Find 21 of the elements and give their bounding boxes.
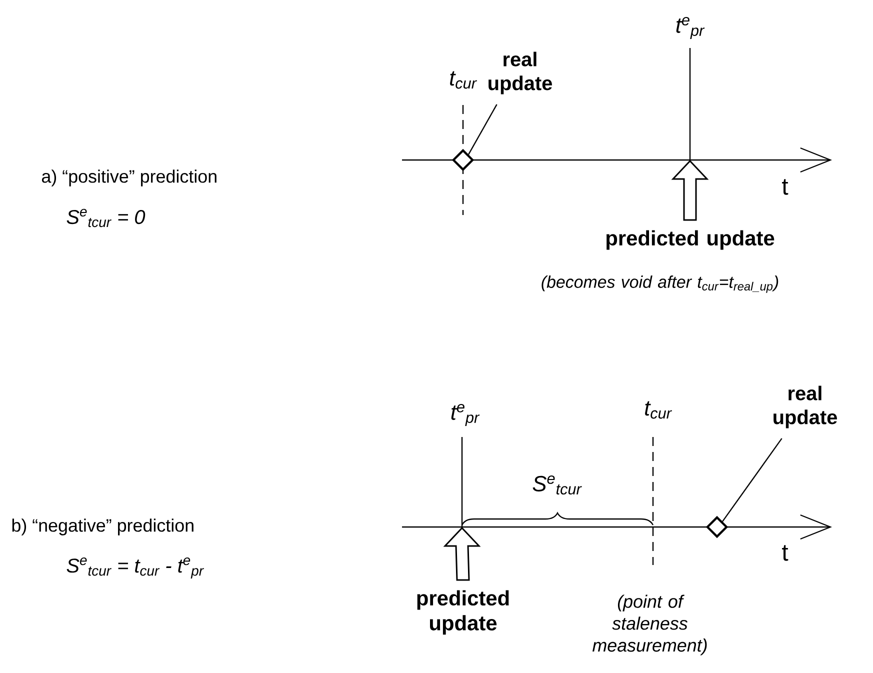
time-label: t$^{e}$pr <box>451 404 480 426</box>
update-label: predicted update <box>417 590 509 635</box>
update-label: real update <box>774 386 837 428</box>
update-label: real update <box>488 52 552 94</box>
hollow-arrow <box>443 526 481 581</box>
brace-label: S$^{e}$tcur <box>532 476 582 494</box>
update-label: predicted update <box>606 230 774 250</box>
hollow-arrow <box>671 160 709 221</box>
note-text: (becomes void after t$_{cur}$=t$_{real_up}$) <box>542 276 778 293</box>
panel-caption: b) “negative” prediction <box>12 518 194 536</box>
panel-caption: a) “positive” prediction <box>42 170 216 186</box>
leader-line <box>468 104 498 155</box>
note-text: (point of staleness measurement) <box>592 594 707 656</box>
axis-label: t <box>782 545 788 561</box>
time-label: t$^{e}$pr <box>676 16 705 40</box>
leader-line <box>722 438 782 522</box>
time-label: t$_{cur}$ <box>450 71 477 89</box>
formula-text: S$^{e}$$_{tcur}$ = t$_{cur}$ - t$^{e}$pr <box>66 557 204 578</box>
formula-text: S$^{e}$$_{tcur}$ = 0 <box>66 208 146 228</box>
axis-label: t <box>782 179 788 195</box>
time-label: t$_{cur}$ <box>645 401 672 419</box>
